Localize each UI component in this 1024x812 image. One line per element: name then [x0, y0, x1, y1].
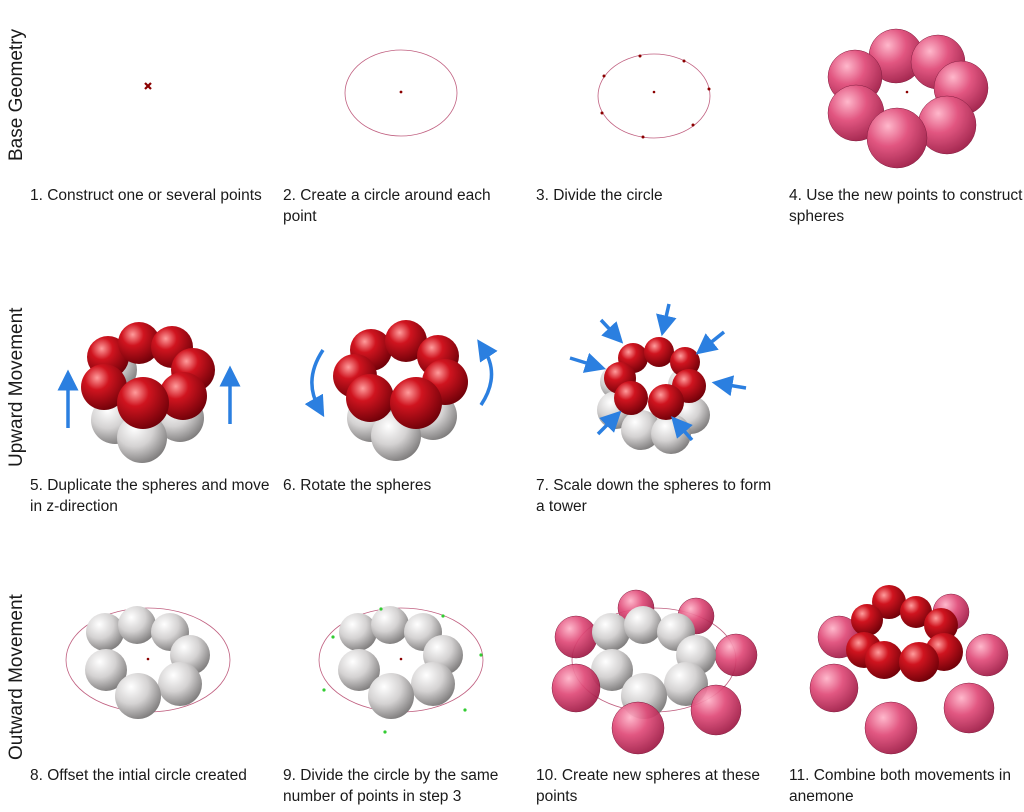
step-1-figure [144, 82, 152, 90]
row-label-upward-movement: Upward Movement [6, 307, 27, 468]
red-spheres [81, 322, 215, 429]
step-11-caption: 11. Combine both movements in anemone [789, 767, 1011, 805]
step-2-panel: 2. Create a circle around each point [283, 0, 533, 240]
base-circle [344, 49, 458, 137]
step-7-panel: 7. Scale down the spheres to form a towe… [536, 290, 786, 530]
scale-arrows [569, 303, 747, 442]
step-8-panel: 8. Offset the intial circle created [30, 580, 280, 812]
center-point [399, 90, 403, 94]
step-10-figure [551, 589, 758, 755]
row-label-outward-movement: Outward Movement [6, 594, 27, 761]
upward-arrows [57, 365, 241, 428]
step-4-caption: 4. Use the new points to construct spher… [789, 187, 1023, 225]
division-points [600, 54, 711, 139]
step-9-figure [318, 606, 484, 734]
step-11-panel: 11. Combine both movements in anemone [789, 580, 1024, 812]
step-1-caption: 1. Construct one or several points [30, 187, 262, 204]
step-8-caption: 8. Offset the intial circle created [30, 767, 247, 784]
step-1-panel: 1. Construct one or several points [30, 0, 280, 240]
step-7-figure [569, 303, 747, 454]
step-2-caption: 2. Create a circle around each point [283, 187, 491, 225]
offset-division-points [322, 607, 483, 734]
step-6-caption: 6. Rotate the spheres [283, 477, 432, 494]
step-8-figure [65, 606, 231, 719]
step-5-caption: 5. Duplicate the spheres and move in z-d… [30, 477, 270, 515]
step-4-panel: 4. Use the new points to construct spher… [789, 0, 1024, 240]
point-marker [144, 82, 152, 90]
step-6-panel: 6. Rotate the spheres [283, 290, 533, 530]
step-10-caption: 10. Create new spheres at these points [536, 767, 761, 805]
rotation-arrows [304, 339, 498, 418]
step-4-figure [827, 28, 989, 169]
step-10-panel: 10. Create new spheres at these points [536, 580, 786, 812]
row-label-base-geometry: Base Geometry [6, 29, 27, 161]
step-11-figure [809, 585, 1009, 755]
step-6-figure [304, 320, 498, 461]
divided-circle [597, 53, 711, 139]
step-5-panel: 5. Duplicate the spheres and move in z-d… [30, 290, 280, 530]
step-5-figure [57, 322, 241, 463]
step-3-figure [597, 53, 711, 139]
step-7-caption: 7. Scale down the spheres to form a towe… [536, 477, 772, 515]
step-9-panel: 9. Divide the circle by the same number … [283, 580, 533, 812]
step-3-caption: 3. Divide the circle [536, 187, 663, 204]
step-9-caption: 9. Divide the circle by the same number … [283, 767, 499, 805]
step-3-panel: 3. Divide the circle [536, 0, 786, 240]
step-2-figure [344, 49, 458, 137]
